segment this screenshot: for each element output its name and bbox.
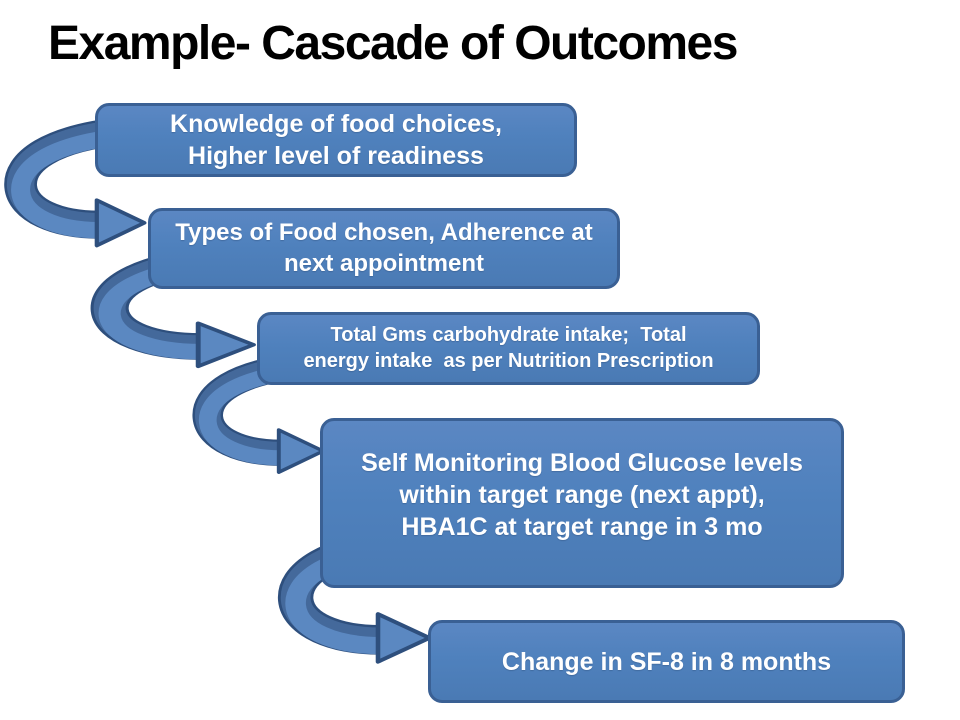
cascade-box-smbg-hba1c: Self Monitoring Blood Glucose levels wit… [320, 418, 844, 588]
cascade-box-carb-energy-intake: Total Gms carbohydrate intake; Total ene… [257, 312, 760, 385]
box-text-line: Knowledge of food choices, [170, 110, 502, 138]
cascade-box-knowledge-readiness: Knowledge of food choices, Higher level … [95, 103, 577, 177]
box-text-line: Change in SF-8 in 8 months [501, 647, 832, 676]
box-text-line: Total Gms carbohydrate intake; Total [330, 323, 687, 346]
curved-arrow-icon-1 [4, 116, 147, 248]
box-text-line: Types of Food chosen, Adherence at [175, 218, 593, 246]
box-text-line: within target range (next appt), [399, 481, 765, 509]
slide-title: Example- Cascade of Outcomes [48, 17, 738, 70]
box-text-line: energy intake as per Nutrition Prescript… [303, 349, 714, 372]
box-text-line: Higher level of readiness [188, 142, 484, 170]
cascade-box-food-adherence: Types of Food chosen, Adherence at next … [148, 208, 620, 289]
cascade-box-sf8-change: Change in SF-8 in 8 months [428, 620, 905, 703]
box-text-line: Self Monitoring Blood Glucose levels [361, 449, 803, 477]
box-text-line: HBA1C at target range in 3 mo [401, 513, 763, 541]
box-text-line: next appointment [283, 249, 484, 277]
